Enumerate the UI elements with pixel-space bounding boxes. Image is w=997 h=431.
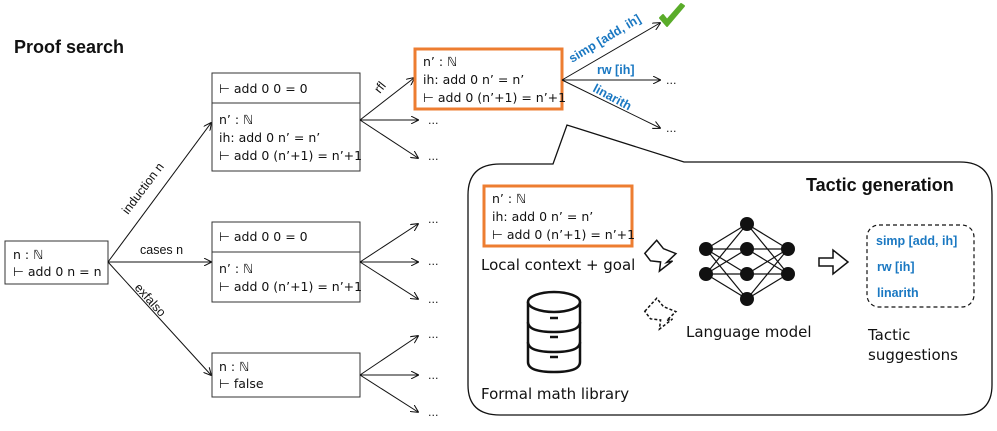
output-arrow-icon: [818, 248, 850, 276]
library-label: Formal math library: [481, 385, 629, 403]
local-context-label: Local context + goal: [481, 256, 635, 274]
library-arrow-icon: [643, 297, 678, 331]
ellipsis: ...: [666, 74, 677, 87]
ellipsis: ...: [666, 122, 677, 135]
edge-tactic-linarith: [561, 79, 660, 128]
root-line: n : ℕ: [13, 247, 43, 262]
input-arrow-icon: [643, 239, 678, 273]
context-line: n’ : ℕ: [423, 54, 457, 69]
ellipsis: ...: [428, 213, 439, 226]
suggestions-box: [866, 224, 975, 308]
suggestion-item[interactable]: rw [ih]: [877, 260, 915, 274]
ellipsis: ...: [428, 114, 439, 127]
edge-label-exfalso: exfalso: [132, 281, 169, 320]
context-line: n’ : ℕ: [219, 261, 253, 276]
database-icon: [526, 290, 582, 374]
suggestion-item[interactable]: simp [add, ih]: [876, 234, 957, 248]
tactic-generation-title: Tactic generation: [806, 175, 954, 195]
exfalso-node[interactable]: n : ℕ ⊢ false: [211, 352, 361, 398]
induction-node[interactable]: ⊢ add 0 0 = 0 n’ : ℕ ih: add 0 n’ = n’ ⊢…: [211, 72, 362, 172]
ellipsis: ...: [428, 293, 439, 306]
goal-line: ⊢ false: [219, 376, 264, 391]
edge: [359, 336, 418, 376]
context-line: n’ : ℕ: [492, 191, 526, 206]
edge: [359, 224, 418, 263]
neural-network-icon: [699, 217, 795, 306]
ellipsis: ...: [428, 369, 439, 382]
edge: [359, 374, 418, 412]
root-line: ⊢ add 0 n = n: [13, 264, 102, 279]
edge-label-rfl: rfl: [371, 79, 388, 96]
edge: [359, 119, 418, 158]
check-icon: [659, 3, 685, 27]
edge-label-induction: induction n: [119, 160, 167, 217]
context-line: ih: add 0 n’ = n’: [492, 209, 593, 224]
local-context-box: n’ : ℕ ih: add 0 n’ = n’ ⊢ add 0 (n’+1) …: [482, 184, 635, 248]
proof-search-title: Proof search: [14, 37, 124, 57]
model-label: Language model: [686, 323, 812, 341]
suggestions-label: suggestions: [868, 346, 958, 364]
ellipsis: ...: [428, 150, 439, 163]
goal-line: ⊢ add 0 0 = 0: [219, 81, 308, 96]
goal-line: ⊢ add 0 (n’+1) = n’+1: [423, 90, 566, 105]
goal-line: ⊢ add 0 (n’+1) = n’+1: [219, 148, 362, 163]
edge: [359, 261, 418, 299]
ellipsis: ...: [428, 328, 439, 341]
tactic-label-simp: simp [add, ih]: [566, 12, 643, 66]
goal-line: ⊢ add 0 0 = 0: [219, 229, 308, 244]
suggestion-item[interactable]: linarith: [877, 286, 919, 300]
context-line: n’ : ℕ: [219, 112, 253, 127]
tactic-label-rw: rw [ih]: [597, 63, 635, 77]
context-line: ih: add 0 n’ = n’: [423, 72, 524, 87]
context-line: n : ℕ: [219, 359, 249, 374]
edge-tactic-simp: [561, 23, 660, 81]
focus-node[interactable]: n’ : ℕ ih: add 0 n’ = n’ ⊢ add 0 (n’+1) …: [413, 47, 566, 111]
edge-exfalso: [107, 261, 211, 375]
ellipsis: ...: [428, 406, 439, 419]
edge-rfl: [359, 78, 414, 121]
suggestions-label: Tactic: [867, 326, 910, 344]
goal-line: ⊢ add 0 (n’+1) = n’+1: [219, 279, 362, 294]
ellipsis: ...: [428, 255, 439, 268]
cases-node[interactable]: ⊢ add 0 0 = 0 n’ : ℕ ⊢ add 0 (n’+1) = n’…: [211, 221, 362, 303]
edge-label-cases: cases n: [140, 243, 183, 257]
goal-line: ⊢ add 0 (n’+1) = n’+1: [492, 227, 635, 242]
root-node[interactable]: n : ℕ ⊢ add 0 n = n: [4, 240, 109, 285]
edge-induction: [107, 123, 211, 263]
context-line: ih: add 0 n’ = n’: [219, 130, 320, 145]
